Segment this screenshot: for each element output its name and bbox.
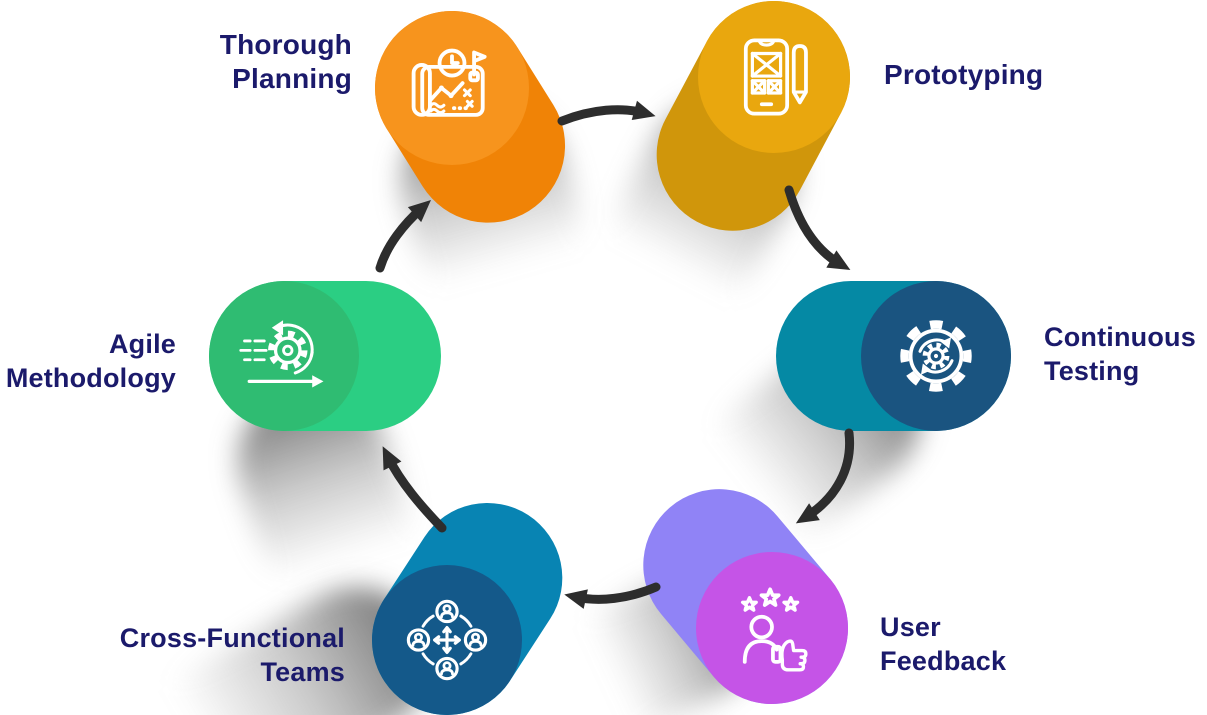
label-line: Thorough — [219, 29, 352, 60]
step-label-thorough-planning: Thorough Planning — [112, 28, 352, 96]
thumbs-up-rating-icon — [740, 587, 808, 672]
step-label-user-feedback: User Feedback — [880, 610, 1060, 678]
phone-wireframe-pencil-icon — [743, 38, 808, 116]
label-line: Prototyping — [884, 59, 1044, 90]
label-line: Feedback — [880, 646, 1007, 676]
step-label-cross-functional-teams: Cross-Functional Teams — [95, 621, 345, 689]
label-line: Teams — [260, 657, 345, 687]
label-line: Testing — [1044, 356, 1140, 386]
label-line: User — [880, 612, 941, 642]
arrow-planning-to-prototyping — [557, 100, 656, 126]
strategy-map-icon — [411, 48, 487, 117]
label-line: Cross-Functional — [119, 623, 345, 653]
node-face — [861, 281, 1011, 431]
node-face — [209, 281, 359, 431]
step-label-continuous-testing: Continuous Testing — [1044, 320, 1207, 388]
label-line: Continuous — [1044, 322, 1196, 352]
label-line: Planning — [232, 63, 352, 94]
label-line: Methodology — [5, 363, 176, 393]
team-network-icon — [406, 599, 488, 681]
step-label-prototyping: Prototyping — [884, 58, 1144, 92]
node-face — [375, 11, 529, 165]
step-label-agile-methodology: Agile Methodology — [0, 327, 176, 395]
node-face — [698, 1, 850, 153]
label-line: Agile — [108, 329, 176, 359]
arrow-prototyping-to-testing — [784, 185, 851, 271]
gear-refresh-icon — [900, 320, 972, 392]
node-face — [372, 565, 522, 715]
node-face — [696, 552, 848, 704]
agile-sprint-icon — [239, 320, 324, 388]
